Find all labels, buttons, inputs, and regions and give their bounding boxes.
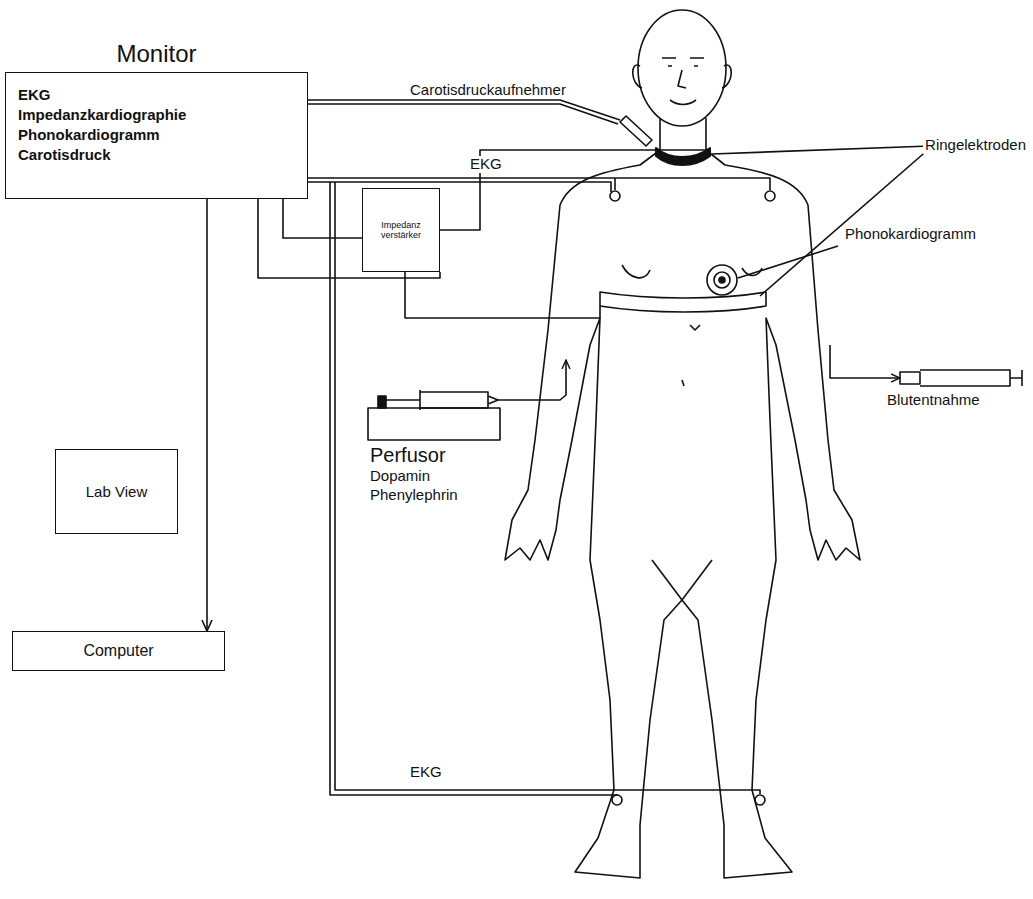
device-label: Perfusor <box>368 444 448 466</box>
box-text: Lab View <box>86 483 147 500</box>
drug-label: Phenylephrin <box>368 487 460 504</box>
monitor-heading: Monitor <box>5 40 308 72</box>
box-text: Impedanz verstärker <box>367 220 435 240</box>
signal-name: Impedanzkardiographie <box>18 105 297 125</box>
connector <box>283 199 362 238</box>
signal-name: EKG <box>18 85 297 105</box>
body-outline <box>505 150 860 878</box>
head <box>638 10 726 126</box>
electrode-label: Ringelektroden <box>923 137 1028 154</box>
sensor-label: Phonokardiogramm <box>843 226 978 243</box>
monitor-frame: EKGImpedanzkardiographiePhonokardiogramm… <box>5 72 308 199</box>
signal-name: Carotisdruck <box>18 145 297 165</box>
signal-label: EKG <box>468 156 504 173</box>
sensor-label: Carotisdruckaufnehmer <box>408 82 568 99</box>
box-text: Computer <box>83 642 153 660</box>
monitor-box: MonitorEKGImpedanzkardiographiePhonokard… <box>5 40 308 199</box>
signal-label: EKG <box>408 764 444 781</box>
amplifier-box: Impedanz verstärker <box>362 188 440 272</box>
screen-box: Lab View <box>55 449 178 534</box>
signal-name: Phonokardiogramm <box>18 125 297 145</box>
computer-box: Computer <box>12 631 225 671</box>
sampling-label: Blutentnahme <box>885 392 982 409</box>
connector <box>206 199 208 631</box>
drug-label: Dopamin <box>368 468 432 485</box>
